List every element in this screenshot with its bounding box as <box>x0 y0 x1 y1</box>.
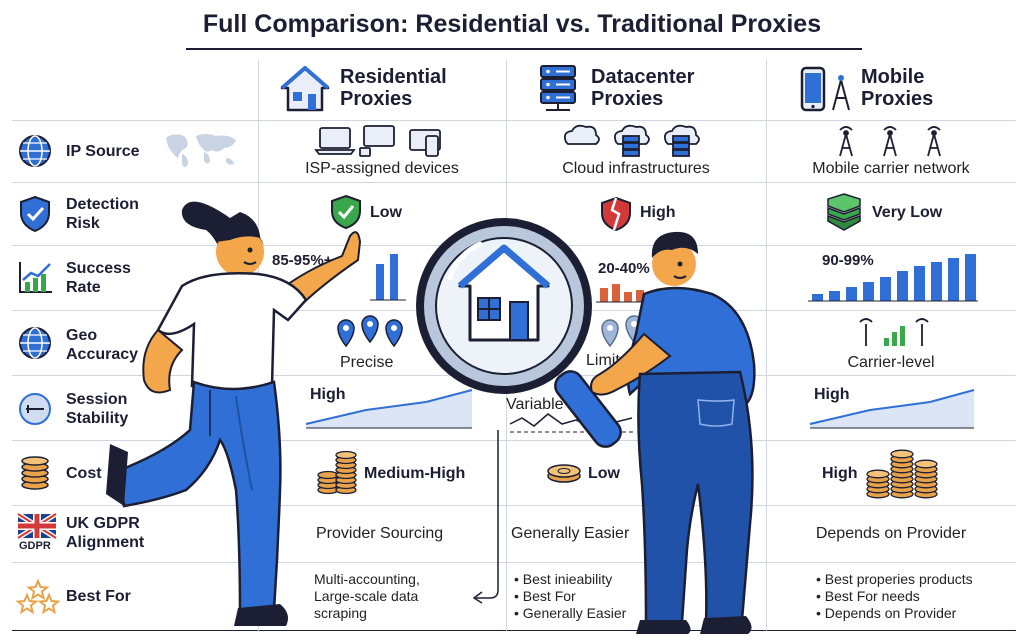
column-header-line1: Mobile <box>861 66 925 88</box>
gdpr-flag-caption: GDPR <box>19 540 51 552</box>
row-divider <box>12 182 1016 183</box>
column-header-residential: Residential Proxies <box>278 64 478 116</box>
cell-cost-mobile: High <box>822 465 858 482</box>
column-header-line2: Proxies <box>861 88 934 110</box>
stability-area-residential <box>305 389 473 429</box>
antenna-icon <box>832 75 850 111</box>
cell-cost-datacenter: Low <box>588 465 620 482</box>
page-title: Full Comparison: Residential vs. Traditi… <box>202 10 822 38</box>
cell-detection-datacenter: High <box>640 204 676 221</box>
row-label-session-stability: Session Stability <box>66 391 129 427</box>
cell-success-mobile: 90-99% <box>822 252 874 269</box>
column-header-line1: Residential <box>340 66 447 88</box>
row-divider <box>12 630 1016 631</box>
shield-check-icon <box>20 195 50 233</box>
signal-antennas-icon <box>859 318 929 346</box>
cloud-server-icon <box>563 124 700 157</box>
column-header-line2: Proxies <box>340 88 413 110</box>
success-bars-residential <box>370 254 406 301</box>
cell-best-for-datacenter: • Best inieability • Best For • Generall… <box>514 571 627 621</box>
large-coin-stacks-icon <box>866 449 938 499</box>
cell-cost-residential: Medium-High <box>364 465 466 482</box>
devices-icon <box>314 125 441 157</box>
location-pins-icon <box>337 315 403 348</box>
magnifier-house-illustration <box>416 218 622 448</box>
globe-icon <box>19 135 51 167</box>
row-label-geo-accuracy: Geo Accuracy <box>66 327 139 363</box>
row-label-gdpr: UK GDPR Alignment <box>66 515 145 551</box>
coin-stack-icon <box>21 456 49 490</box>
uk-flag-icon <box>16 511 58 541</box>
pointer-arrow <box>472 430 499 604</box>
world-map-icon <box>166 134 236 167</box>
cell-gdpr-mobile: Depends on Provider <box>815 525 967 542</box>
cell-session-datacenter: Variable <box>506 396 564 413</box>
row-divider <box>12 440 1016 441</box>
bar-chart-trend-icon <box>19 262 52 293</box>
stars-icon <box>15 578 61 615</box>
column-header-mobile: Mobile Proxies <box>800 64 1000 116</box>
house-icon <box>280 66 330 112</box>
row-label-cost: Cost <box>66 465 102 482</box>
cell-geo-residential: Precise <box>340 354 394 371</box>
single-coin-icon <box>547 464 581 483</box>
cell-best-for-residential: Multi-accounting, Large-scale data scrap… <box>314 571 420 621</box>
cell-tower-icon <box>839 126 941 157</box>
column-header-datacenter: Datacenter Proxies <box>536 64 746 116</box>
cell-ip-source-mobile: Mobile carrier network <box>812 160 970 177</box>
row-label-success-rate: Success Rate <box>66 260 131 296</box>
row-label-detection-risk: Detection Risk <box>66 196 139 232</box>
row-divider <box>12 505 1016 506</box>
stability-area-mobile <box>809 389 975 429</box>
globe-icon <box>19 327 51 359</box>
green-shield-check-icon <box>331 194 361 230</box>
man-figure-illustration <box>590 231 756 634</box>
layered-shield-icon <box>827 193 861 231</box>
cell-gdpr-datacenter: Generally Easier <box>511 525 630 542</box>
coin-stacks-icon <box>317 450 357 495</box>
column-divider <box>766 60 767 632</box>
cell-detection-mobile: Very Low <box>872 204 943 221</box>
success-bars-mobile <box>808 254 978 302</box>
cell-session-mobile: High <box>814 386 850 403</box>
cell-ip-source-datacenter: Cloud infrastructures <box>562 160 710 177</box>
cell-ip-source-residential: ISP-assigned devices <box>305 160 459 177</box>
smartphone-icon <box>800 66 826 112</box>
row-divider <box>12 120 1016 121</box>
cell-geo-mobile: Carrier-level <box>847 354 935 371</box>
row-divider <box>12 562 1016 563</box>
cell-gdpr-residential: Provider Sourcing <box>316 525 444 542</box>
woman-figure-illustration <box>106 201 362 626</box>
row-label-ip-source: IP Source <box>66 143 140 160</box>
cell-success-datacenter: 20-40% <box>598 260 650 277</box>
cell-success-residential: 85-95%+ <box>272 252 333 269</box>
title-underline <box>186 48 862 50</box>
session-icon <box>19 393 51 425</box>
row-label-best-for: Best For <box>66 588 131 605</box>
broken-shield-icon <box>601 196 631 232</box>
cell-session-residential: High <box>310 386 346 403</box>
cell-best-for-mobile: • Best properies products • Best For nee… <box>816 571 973 621</box>
cell-detection-residential: Low <box>370 204 402 221</box>
column-header-line1: Datacenter <box>591 66 695 88</box>
server-rack-icon <box>540 65 576 111</box>
column-header-line2: Proxies <box>591 88 664 110</box>
